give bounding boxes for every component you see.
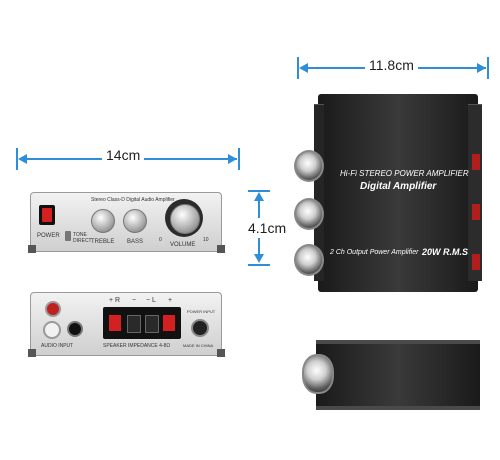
front-right-foot xyxy=(217,245,225,253)
red-accent-top xyxy=(472,154,480,170)
side-view-knob[interactable] xyxy=(302,354,334,394)
volume-scale-min: 0 xyxy=(159,237,162,243)
output-text: 2 Ch Output Power Amplifier xyxy=(330,249,419,256)
power-input-jack[interactable] xyxy=(191,319,209,337)
power-label: POWER xyxy=(37,233,60,239)
height-arrow-up xyxy=(254,192,264,201)
made-in-label: MADE IN CHINA xyxy=(183,343,214,348)
power-rocker xyxy=(42,208,52,222)
side-knob-bottom[interactable] xyxy=(294,244,324,276)
volume-scale-max: 10 xyxy=(203,237,209,243)
height-tick-top xyxy=(248,190,270,192)
width-arrow-left xyxy=(18,154,27,164)
height-arrow-down xyxy=(254,254,264,263)
watts-text: 20W R.M.S xyxy=(422,247,469,257)
terminal-minus-r: − xyxy=(132,297,137,304)
front-left-foot xyxy=(28,245,36,253)
direct-label: DIRECT xyxy=(73,238,92,244)
treble-label: TREBLE xyxy=(91,239,115,245)
speaker-terminal-red-l[interactable] xyxy=(163,315,175,331)
hifi-title: Hi-Fi STEREO POWER AMPLIFIER xyxy=(340,169,469,178)
height-tick-bottom xyxy=(248,264,270,266)
aux-jack[interactable] xyxy=(67,321,83,337)
heatsink-fin xyxy=(314,104,324,281)
speaker-terminal-red-r[interactable] xyxy=(109,315,121,331)
model-text: Stereo Class-D Digital Audio Amplifier xyxy=(91,197,175,203)
amplifier-front-panel: POWER TONE DIRECT Stereo Class-D Digital… xyxy=(28,192,225,253)
speaker-terminal-black-l[interactable] xyxy=(145,315,159,333)
speaker-terminal-black-r[interactable] xyxy=(127,315,141,333)
side-bottom-edge xyxy=(316,406,480,410)
terminal-plus-r: + R xyxy=(109,297,121,304)
depth-tick-left xyxy=(297,57,299,79)
rear-left-foot xyxy=(28,349,36,357)
power-input-label: POWER INPUT xyxy=(187,309,216,314)
speaker-terminal-block xyxy=(103,307,181,339)
black-amplifier-front: Hi-Fi STEREO POWER AMPLIFIER Digital Amp… xyxy=(294,94,482,292)
tone-label: TONE xyxy=(73,232,87,238)
speaker-impedance-label: SPEAKER IMPEDANCE 4-8Ω xyxy=(103,343,171,349)
black-amplifier-side xyxy=(302,340,480,410)
side-top-edge xyxy=(316,340,480,344)
power-switch[interactable] xyxy=(39,205,55,225)
terminal-minus-l: − L xyxy=(146,297,156,304)
side-knob-top[interactable] xyxy=(294,150,324,182)
terminal-plus-l: + xyxy=(168,297,173,304)
width-label: 14cm xyxy=(102,147,145,163)
audio-input-label: AUDIO INPUT xyxy=(41,343,74,349)
amplifier-rear-panel: AUDIO INPUT + R − − L + SPEAKER IMPEDANC… xyxy=(28,292,225,357)
treble-knob[interactable] xyxy=(91,209,115,233)
red-accent-middle xyxy=(472,204,480,220)
tone-direct-switch[interactable] xyxy=(65,231,71,241)
depth-arrow-right xyxy=(477,63,486,73)
depth-label: 11.8cm xyxy=(365,57,418,73)
volume-label: VOLUME xyxy=(170,242,196,248)
rca-white-jack[interactable] xyxy=(43,321,61,339)
height-label: 4.1cm xyxy=(246,218,289,238)
red-accent-bottom xyxy=(472,254,480,270)
side-knob-middle[interactable] xyxy=(294,198,324,230)
volume-knob[interactable] xyxy=(170,204,200,234)
width-arrow-right xyxy=(228,154,237,164)
rca-red-jack[interactable] xyxy=(45,301,61,317)
width-tick-left xyxy=(16,148,18,170)
bass-label: BASS xyxy=(127,239,144,245)
rear-right-foot xyxy=(217,349,225,357)
depth-arrow-left xyxy=(299,63,308,73)
digital-amplifier-title: Digital Amplifier xyxy=(360,181,437,192)
bass-knob[interactable] xyxy=(123,209,147,233)
width-tick-right xyxy=(238,148,240,170)
heatsink-fin xyxy=(468,104,482,281)
depth-tick-right xyxy=(487,57,489,79)
